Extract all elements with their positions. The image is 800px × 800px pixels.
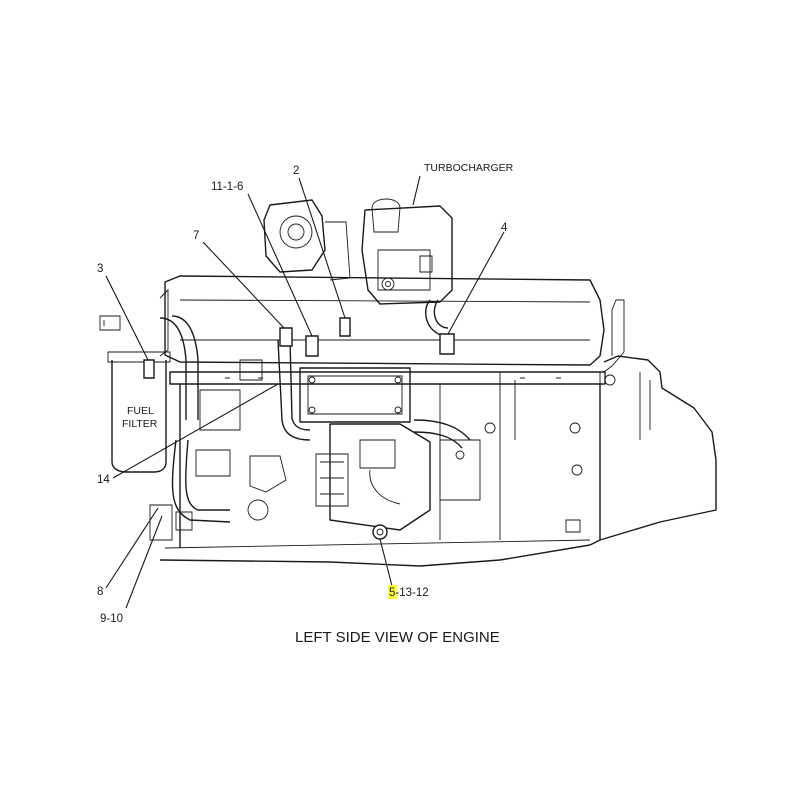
sensor-11-body [305, 335, 319, 357]
sensor-2-body [339, 317, 351, 337]
sensor-5-body [372, 524, 388, 540]
leader-14 [112, 383, 279, 479]
intake-manifold [299, 367, 411, 423]
turbocharger-label: TURBOCHARGER [424, 162, 514, 174]
sensor-3-body [143, 359, 155, 379]
sensor-4-body [439, 333, 455, 355]
callout-9-10: 9-10 [100, 613, 123, 625]
engine-illustration [99, 198, 717, 567]
leader-2 [298, 177, 346, 319]
callout-4: 4 [501, 222, 508, 234]
leader-turbocharger [412, 175, 421, 206]
fuel-line-upper [159, 317, 187, 420]
leader-7 [202, 241, 285, 329]
fuel-filter-label-line2: FILTER [122, 418, 158, 430]
callout-2: 2 [293, 165, 299, 177]
engine-lower-outline [159, 544, 591, 567]
leader-8 [105, 507, 159, 589]
callout-5: 5 [389, 587, 395, 599]
leader-5 [379, 538, 393, 587]
leader-4 [447, 231, 505, 335]
callout-8: 8 [97, 586, 103, 598]
callout-11-1-6: 11-1-6 [211, 181, 243, 193]
fuel-filter-label-line1: FUEL [127, 405, 154, 417]
diagram-caption: LEFT SIDE VIEW OF ENGINE [295, 629, 500, 646]
leader-lines [105, 175, 505, 609]
leader-9-10 [125, 515, 163, 609]
flywheel-housing [589, 355, 717, 546]
leader-3 [105, 275, 149, 361]
ecm-housing [329, 423, 431, 531]
center-fuel-tube [277, 339, 311, 441]
fuel-line-loop [171, 439, 231, 523]
callout-7: 7 [193, 230, 199, 242]
callout-5-13-12: 5-13-12 [389, 587, 429, 599]
air-inlet-elbow [263, 199, 326, 273]
sensor-7-body [279, 327, 293, 347]
turbocharger-body [361, 205, 453, 305]
callout-14: 14 [97, 474, 110, 486]
callout-3: 3 [97, 263, 103, 275]
callout-5-highlight [388, 585, 397, 599]
callout-13-12: -13-12 [395, 587, 428, 599]
leader-11-1-6 [247, 193, 313, 337]
valve-cover [164, 275, 605, 366]
fuel-filter-canister [111, 360, 167, 473]
